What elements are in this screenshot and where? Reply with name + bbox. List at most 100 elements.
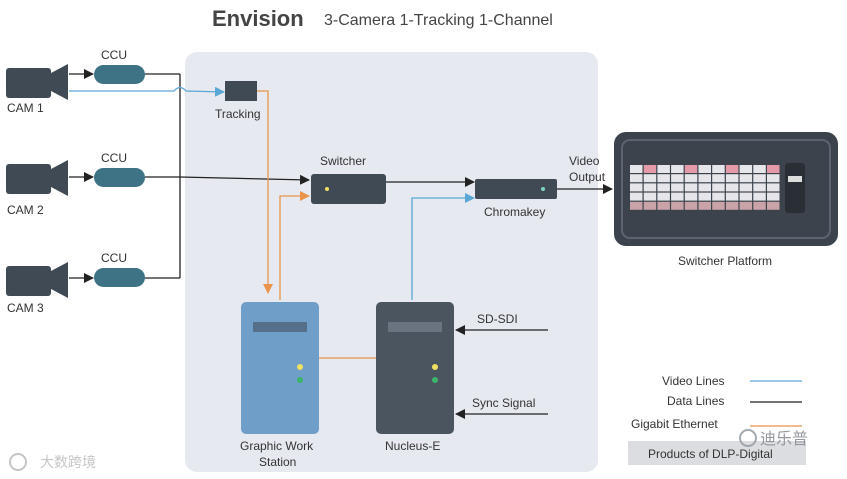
nucleus-to-chromakey-video-line	[411, 193, 475, 300]
camera-lens-icon	[51, 64, 68, 100]
watermark-logo-icon	[9, 453, 27, 471]
switcher-key	[698, 165, 711, 173]
nucleus-drive	[388, 322, 442, 332]
switcher-key	[753, 183, 766, 192]
chromakey-box	[475, 179, 557, 199]
video-output-label-1: Video	[569, 154, 600, 168]
switcher-label: Switcher	[320, 154, 366, 168]
graphic-workstation-tower	[241, 302, 319, 434]
graphic-workstation-led-green	[297, 377, 303, 383]
switcher-key	[767, 183, 780, 192]
switcher-key	[657, 174, 670, 183]
switcher-key	[684, 201, 698, 210]
switcher-key	[725, 165, 739, 173]
camera-label: CAM 1	[7, 101, 44, 115]
switcher-key	[767, 201, 780, 210]
switcher-key	[712, 192, 725, 201]
watermark-right-text: 迪乐普	[760, 430, 808, 448]
nucleus-label: Nucleus-E	[385, 439, 440, 453]
camera-icon	[6, 164, 51, 194]
ccu-label: CCU	[101, 151, 127, 165]
switcher-platform-keys	[630, 165, 780, 210]
ccu-label: CCU	[101, 48, 127, 62]
products-banner	[628, 441, 806, 465]
products-label: Products of DLP-Digital	[648, 447, 773, 461]
title-sub: 3-Camera 1-Tracking 1-Channel	[324, 12, 553, 29]
switcher-platform	[614, 132, 838, 246]
switcher-key	[630, 201, 643, 210]
watermark-left: 大数跨境	[9, 453, 96, 471]
graphic-workstation-drive	[253, 322, 307, 332]
graphic-workstation-label-1: Graphic Work	[240, 439, 314, 453]
switcher-led	[325, 187, 329, 191]
switcher-key	[657, 192, 670, 201]
switcher-key	[630, 192, 643, 201]
switcher-key	[643, 192, 657, 201]
switcher-key	[698, 174, 711, 183]
ccu-to-switcher-line	[179, 174, 310, 185]
switcher-key	[630, 183, 643, 192]
camera-lens-icon	[51, 160, 68, 196]
graphic-workstation-label-2: Station	[259, 455, 296, 469]
t-bar-slot	[785, 163, 805, 213]
switcher-key	[684, 174, 698, 183]
switcher-key	[767, 192, 780, 201]
camera-lens-icon	[51, 262, 68, 298]
switcher-key	[657, 165, 670, 173]
nucleus-led-green	[432, 377, 438, 383]
watermark-left-text: 大数跨境	[40, 454, 96, 470]
switcher-key	[725, 201, 739, 210]
switcher-key	[753, 174, 766, 183]
wechat-icon	[739, 429, 757, 447]
tracking-label: Tracking	[215, 107, 261, 121]
switcher-key	[739, 174, 753, 183]
switcher-key	[753, 201, 766, 210]
switcher-key	[684, 192, 698, 201]
switcher-key	[725, 174, 739, 183]
switcher-key	[712, 183, 725, 192]
legend-data-label: Data Lines	[667, 394, 724, 408]
t-bar-handle	[788, 176, 802, 182]
switcher-key	[630, 165, 643, 173]
switcher-key	[671, 165, 684, 173]
switcher-key	[643, 201, 657, 210]
switcher-key	[753, 192, 766, 201]
switcher-key	[698, 192, 711, 201]
camera-3: CAM 3	[6, 262, 68, 315]
switcher-key	[712, 165, 725, 173]
ccu-unit-2	[94, 168, 145, 187]
switcher-key	[739, 183, 753, 192]
switcher-key	[739, 192, 753, 201]
switcher-key	[671, 201, 684, 210]
switcher-key	[643, 174, 657, 183]
switcher-key	[698, 183, 711, 192]
camera-icon	[6, 266, 51, 296]
switcher-key	[657, 201, 670, 210]
switcher-key	[657, 183, 670, 192]
sd-sdi-label: SD-SDI	[477, 312, 518, 326]
switcher-key	[753, 165, 766, 173]
switcher-platform-bezel	[621, 139, 831, 239]
switcher-key	[739, 201, 753, 210]
switcher-key	[767, 174, 780, 183]
sync-signal-label: Sync Signal	[472, 396, 535, 410]
graphic-to-switcher-ethernet-line	[279, 191, 310, 300]
legend: Video Lines Data Lines Gigabit Ethernet …	[628, 374, 806, 465]
watermark-right: 迪乐普	[739, 429, 808, 448]
switcher-platform-label: Switcher Platform	[678, 254, 772, 268]
camera-label: CAM 2	[7, 203, 44, 217]
camera-icon	[6, 68, 51, 98]
switcher-key	[671, 183, 684, 192]
tracking-to-graphic-ethernet-line	[257, 90, 273, 294]
legend-video-label: Video Lines	[662, 374, 725, 388]
ccu-unit-3	[94, 268, 145, 287]
camera-2: CAM 2	[6, 160, 68, 217]
switcher-key	[712, 201, 725, 210]
video-output-label-2: Output	[569, 170, 606, 184]
ccu-label: CCU	[101, 251, 127, 265]
switcher-key	[739, 165, 753, 173]
cam1-to-tracking-video-line	[69, 86, 225, 97]
title-main: Envision	[212, 6, 304, 31]
chromakey-led	[541, 187, 545, 191]
